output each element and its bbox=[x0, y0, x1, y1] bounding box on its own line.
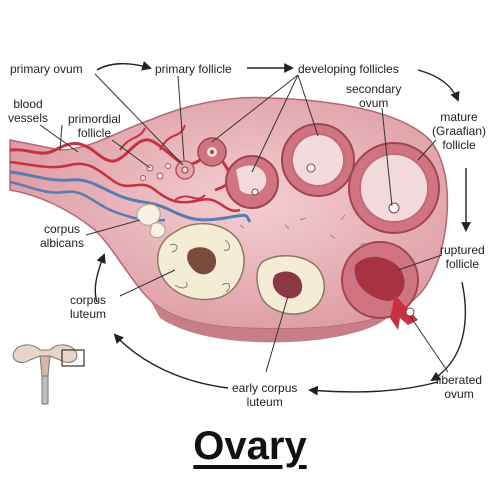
label-mature-follicle-line-2: (Graafian) bbox=[432, 124, 487, 138]
label-corpus-luteum-line-1: corpus bbox=[70, 293, 107, 307]
label-early-corpus-luteum-line-1: early corpus bbox=[232, 381, 298, 395]
label-corpus-albicans-line-1: corpus bbox=[44, 222, 81, 236]
corpus-albicans bbox=[136, 203, 166, 239]
label-blood-vessels-line-2: vessels bbox=[8, 111, 49, 125]
developing-follicle-medium bbox=[225, 155, 279, 209]
label-ruptured-follicle-line-1: ruptured bbox=[440, 243, 485, 257]
leader-lines bbox=[39, 73, 449, 373]
label-early-corpus-luteum: early corpus luteum bbox=[232, 381, 297, 409]
label-corpus-luteum-line-2: luteum bbox=[70, 307, 107, 321]
label-corpus-albicans: corpus albicans bbox=[40, 222, 84, 250]
label-secondary-ovum-line-2: ovum bbox=[359, 96, 389, 110]
label-corpus-albicans-line-2: albicans bbox=[40, 236, 85, 250]
label-early-corpus-luteum-line-2: luteum bbox=[246, 395, 283, 409]
label-primordial-follicle: primordial follicle bbox=[68, 112, 121, 140]
label-primary-ovum: primary ovum bbox=[10, 62, 83, 76]
artery-branch bbox=[119, 124, 206, 201]
secondary-follicle bbox=[281, 123, 355, 197]
label-mature-follicle: mature (Graafian) follicle bbox=[432, 110, 486, 152]
uterus-inset-icon bbox=[12, 344, 85, 405]
label-developing-follicles: developing follicles bbox=[298, 62, 399, 76]
ovary-diagram bbox=[9, 61, 471, 405]
ruptured-follicle bbox=[341, 241, 419, 330]
label-blood-vessels: blood vessels bbox=[8, 97, 48, 125]
corpus-luteum bbox=[156, 222, 245, 301]
vein-vessel bbox=[9, 170, 252, 223]
label-corpus-luteum: corpus luteum bbox=[70, 293, 106, 321]
label-liberated-ovum: liberated ovum bbox=[436, 373, 482, 401]
label-ruptured-follicle-line-2: follicle bbox=[445, 257, 480, 271]
label-liberated-ovum-line-1: liberated bbox=[436, 373, 483, 387]
page-title: Ovary bbox=[193, 424, 307, 468]
label-mature-follicle-line-3: follicle bbox=[442, 138, 476, 152]
mature-follicle bbox=[348, 142, 440, 234]
primary-follicle bbox=[175, 160, 195, 180]
artery-vessel-2 bbox=[9, 160, 241, 213]
label-primordial-follicle-line-2: follicle bbox=[77, 126, 112, 140]
label-primary-follicle: primary follicle bbox=[155, 62, 232, 76]
label-secondary-ovum-line-1: secondary bbox=[346, 82, 402, 96]
tissue-specks bbox=[239, 214, 366, 246]
label-primordial-follicle-line-1: primordial bbox=[68, 112, 121, 126]
ovary-underside bbox=[150, 300, 390, 343]
early-corpus-luteum bbox=[256, 255, 325, 315]
label-liberated-ovum-line-2: ovum bbox=[444, 387, 474, 401]
label-ruptured-follicle: ruptured follicle bbox=[440, 243, 485, 271]
label-mature-follicle-line-1: mature bbox=[440, 110, 478, 124]
developing-follicle-small bbox=[197, 137, 227, 167]
label-blood-vessels-line-1: blood bbox=[13, 97, 43, 111]
label-secondary-ovum: secondary ovum bbox=[346, 82, 401, 110]
cycle-arrows bbox=[94, 61, 471, 396]
